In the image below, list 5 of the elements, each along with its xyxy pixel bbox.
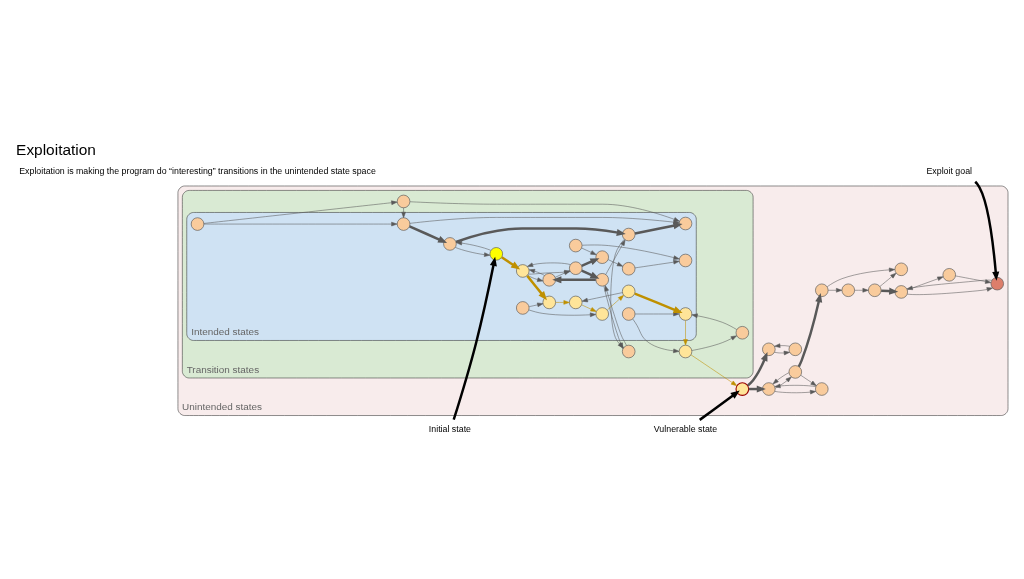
label: Exploitation is making the program do “interesting” transitions in the unintended state space: [19, 165, 376, 176]
node-text: Exploit goal: [926, 165, 973, 176]
diagram-title: Exploitation: [16, 140, 96, 158]
node-text: Vulnerable state: [653, 423, 718, 434]
node-text: Initial state: [428, 423, 471, 434]
